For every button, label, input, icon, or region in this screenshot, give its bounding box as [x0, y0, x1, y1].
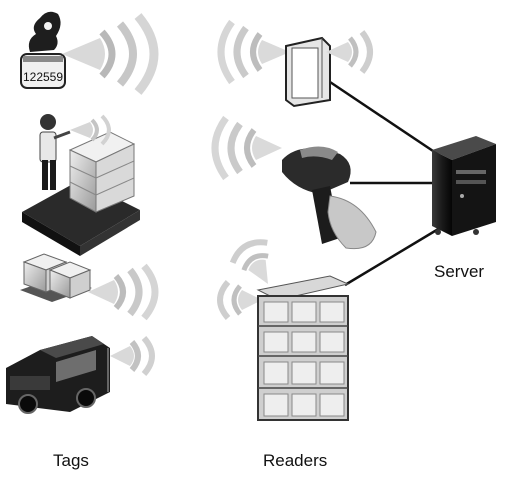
livestock-ear-tag-icon: 122559 [20, 11, 66, 89]
server-tower-icon [432, 136, 496, 236]
radio-wave-icon [229, 239, 269, 284]
worker-scanning-pallet-icon [22, 114, 140, 256]
truck-icon [6, 336, 110, 414]
portal-reader-icon [285, 36, 331, 108]
shelf-reader-icon [256, 275, 350, 421]
radio-wave-icon [70, 114, 111, 146]
radio-wave-icon [88, 263, 159, 321]
tag-id-number: 122559 [23, 70, 63, 84]
server-label: Server [434, 262, 485, 281]
connection-lines [329, 80, 443, 287]
radio-wave-icon [217, 280, 262, 320]
radio-wave-icon [217, 19, 290, 85]
portal-to-server-line [329, 80, 443, 159]
shelf-to-server-line [344, 226, 441, 287]
handheld-scanner-icon [282, 146, 377, 250]
boxes-on-pallet-icon [20, 253, 92, 302]
radio-wave-icon [62, 13, 159, 95]
radio-wave-icon [326, 30, 373, 74]
tags-label: Tags [53, 451, 89, 470]
radio-wave-icon [211, 115, 282, 181]
radio-wave-icon [110, 336, 155, 376]
readers-label: Readers [263, 451, 328, 470]
